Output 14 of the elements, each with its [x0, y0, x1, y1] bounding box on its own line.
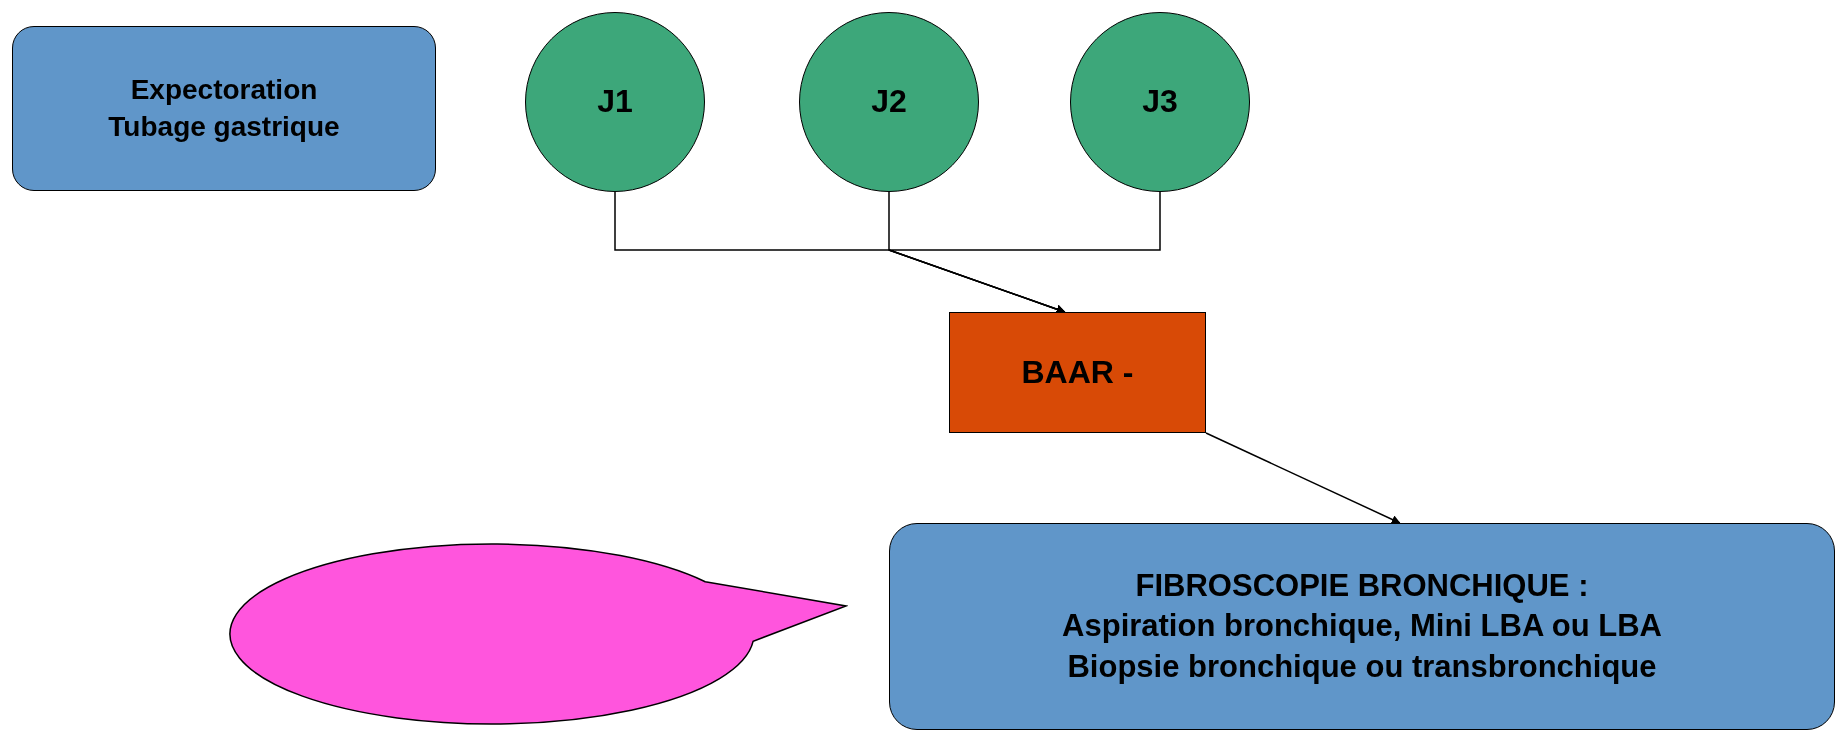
- rounded-box: [889, 523, 1835, 730]
- connector-arrow: [1205, 432, 1401, 524]
- node-label: Biopsie bronchique ou transbronchique: [1067, 647, 1657, 686]
- speech-bubble: [228, 540, 848, 725]
- node-label: Expectoration Tubage gastrique: [107, 73, 341, 144]
- node-label: BAAR -: [1021, 352, 1134, 392]
- rounded-box: [12, 26, 436, 191]
- node-label: Aspiration bronchique, Mini LBA ou LBA: [1062, 607, 1662, 646]
- node-label: J1: [597, 82, 633, 122]
- node-label: J3: [1142, 82, 1178, 122]
- connector-arrow: [888, 191, 1161, 314]
- box-heading: FIBROSCOPIE BRONCHIQUE :: [1135, 567, 1589, 606]
- process-box: [949, 312, 1206, 433]
- node-label: J2: [871, 82, 907, 122]
